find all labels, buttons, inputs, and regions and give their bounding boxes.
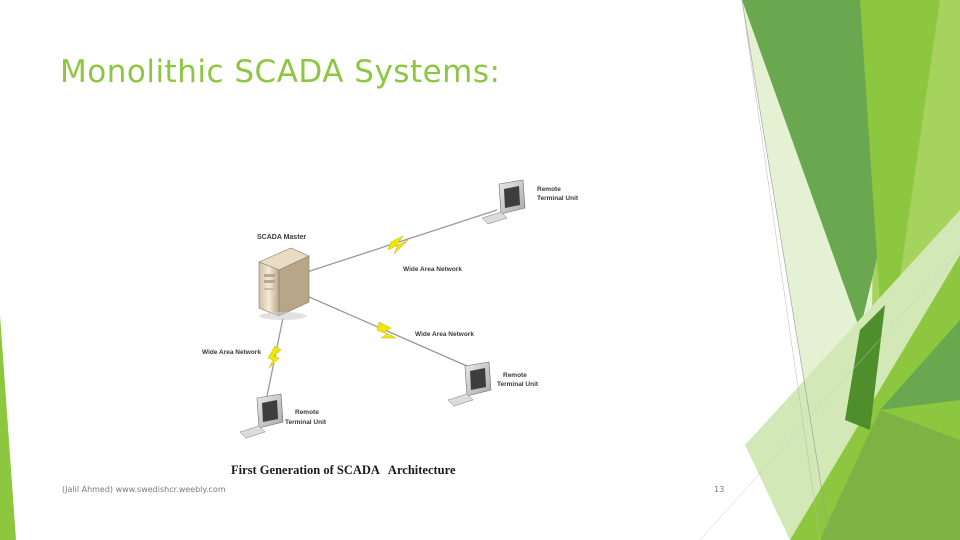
computer-terminal-icon: [239, 393, 284, 439]
lightning-bolt-icon: [387, 235, 409, 255]
rtu-top-line1: Remote: [537, 186, 561, 193]
network-link-lower-right: [306, 295, 468, 367]
page-number: 13: [714, 485, 725, 494]
network-link-top-right: [306, 209, 498, 273]
rtu-top-line2: Terminal Unit: [537, 195, 579, 202]
diagram-caption: First Generation of SCADA Architecture: [231, 463, 456, 477]
wan-label-right: Wide Area Network: [415, 331, 474, 338]
scada-master-label: SCADA Master: [257, 234, 306, 241]
rtu-left-line2: Terminal Unit: [285, 419, 327, 426]
computer-terminal-icon: [481, 179, 526, 225]
facet-line-b: [741, 0, 821, 540]
facet-mid-bottom: [820, 410, 960, 540]
slide-title: Monolithic SCADA Systems:: [60, 54, 501, 90]
facet-mid-upper: [860, 0, 940, 380]
rtu-right-line2: Terminal Unit: [497, 381, 539, 388]
rtu-left-line1: Remote: [295, 409, 319, 416]
facet-line-a: [741, 0, 831, 540]
facet-dark-lower: [845, 305, 885, 430]
network-link-lower-left: [266, 317, 284, 397]
server-tower-icon: [258, 247, 310, 320]
computer-terminal-icon: [447, 361, 492, 407]
rtu-right-line1: Remote: [503, 372, 527, 379]
facet-line-c: [699, 249, 960, 540]
lightning-bolt-icon: [376, 321, 397, 339]
wan-label-top: Wide Area Network: [403, 266, 462, 273]
footer-credit: (Jalil Ahmed) www.swedishcr.weebly.com: [62, 485, 226, 494]
wan-label-left: Wide Area Network: [202, 349, 261, 356]
scada-architecture-diagram: SCADA Master Wide Area Network Wide Area…: [202, 179, 579, 477]
facet-deep-bottom: [880, 320, 960, 410]
lightning-bolt-icon: [267, 345, 282, 369]
facet-left-sliver: [0, 315, 16, 540]
